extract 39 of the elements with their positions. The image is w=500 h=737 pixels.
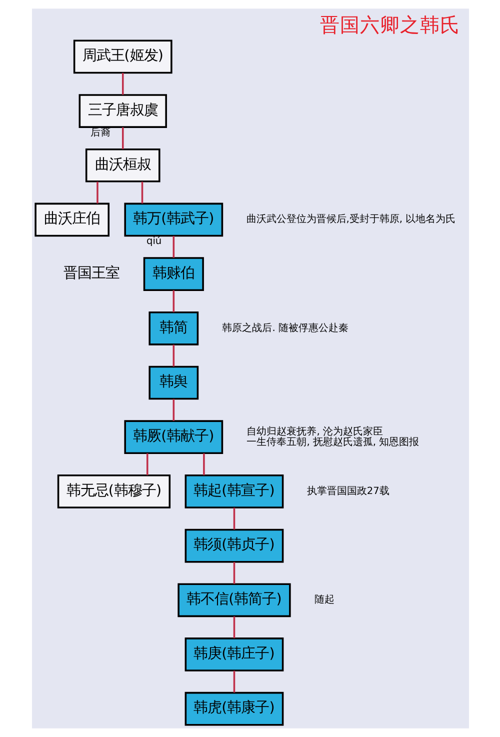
node-box: 韩万(韩武子)	[124, 202, 223, 237]
connector	[96, 182, 98, 204]
connector	[232, 616, 235, 638]
label: 晋国王室	[63, 265, 120, 282]
node-box: 三子唐叔虞	[78, 94, 166, 128]
connector	[232, 562, 235, 584]
node-label: 韩原之战后. 随被俘惠公赴秦	[222, 322, 348, 334]
connector	[172, 236, 174, 258]
connector	[172, 290, 174, 312]
node-box: 韩虎(韩康子)	[184, 692, 284, 726]
connector	[121, 72, 124, 95]
node-box: 曲沃桓叔	[84, 148, 160, 182]
node-box: 韩赇伯	[142, 257, 204, 291]
node-box: 曲沃庄伯	[34, 202, 109, 237]
node-label: 自幼归赵衰抚养, 沦为赵氏家臣	[246, 426, 382, 438]
node-label: 随起	[314, 594, 334, 606]
node-box: 韩简	[148, 311, 198, 346]
node-label: 曲沃武公登位为晋候后,受封于韩原, 以地名为氏	[246, 214, 456, 226]
connector	[140, 182, 143, 204]
connector	[202, 453, 204, 476]
connector	[232, 508, 235, 530]
node-label: 执掌晋国国政27载	[306, 486, 389, 497]
connector	[172, 399, 174, 421]
edge-label: qiú	[146, 236, 162, 248]
node-box: 韩厥(韩献子)	[124, 420, 223, 454]
node-box: 韩无忌(韩穆子)	[56, 474, 170, 508]
connector	[121, 127, 124, 150]
node-box: 韩不信(韩简子)	[177, 583, 290, 618]
connector	[172, 344, 174, 366]
node-box: 韩起(韩宣子)	[184, 474, 284, 508]
node-box: 韩舆	[148, 366, 198, 400]
diagram-title: 晋国六卿之韩氏	[320, 13, 460, 36]
node-box: 韩须(韩贞子)	[184, 528, 284, 563]
edge-label: 后裔	[90, 127, 110, 138]
node-label: 一生侍奉五朝, 抚慰赵氏遗孤, 知恩图报	[246, 436, 419, 448]
connector	[232, 670, 235, 693]
node-box: 韩庚(韩庄子)	[184, 638, 284, 672]
connector	[146, 453, 148, 476]
node-box: 周武王(姬发)	[72, 40, 172, 74]
